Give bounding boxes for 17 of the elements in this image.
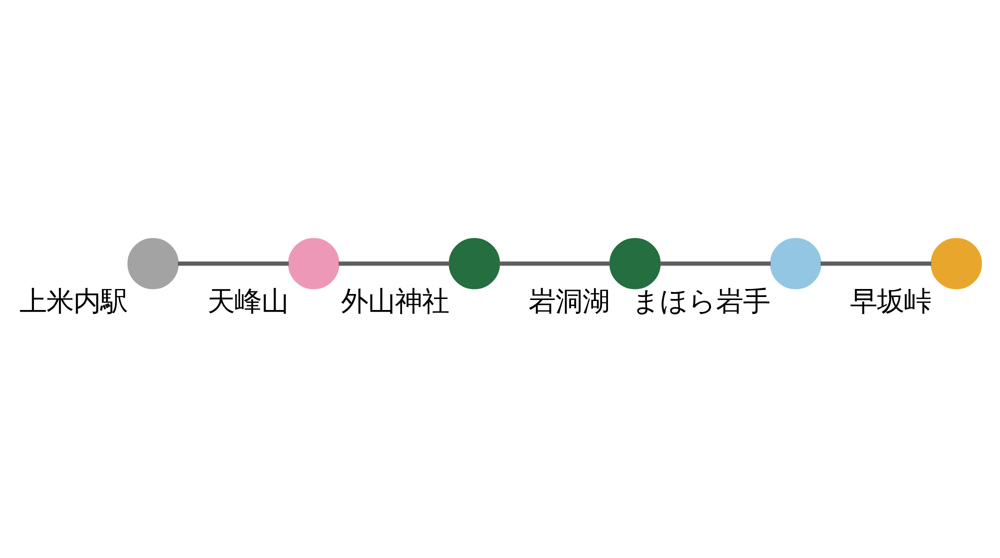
node-label: 岩洞湖 (528, 286, 610, 318)
connector (338, 261, 450, 266)
connector (178, 261, 289, 266)
node-label: まほら岩手 (632, 286, 770, 318)
node-circle (448, 238, 500, 290)
connector (820, 261, 932, 266)
node-circle (127, 238, 179, 290)
node-label: 天峰山 (207, 286, 288, 318)
node-circle (770, 238, 822, 290)
node-label: 外山神社 (340, 286, 449, 318)
node-circle (288, 238, 340, 290)
connector (660, 261, 771, 266)
node-circle (930, 238, 982, 290)
connector (499, 261, 610, 266)
node-circle (609, 238, 661, 290)
node-label: 上米内駅 (20, 286, 128, 318)
node-label: 早坂峠 (850, 286, 932, 318)
